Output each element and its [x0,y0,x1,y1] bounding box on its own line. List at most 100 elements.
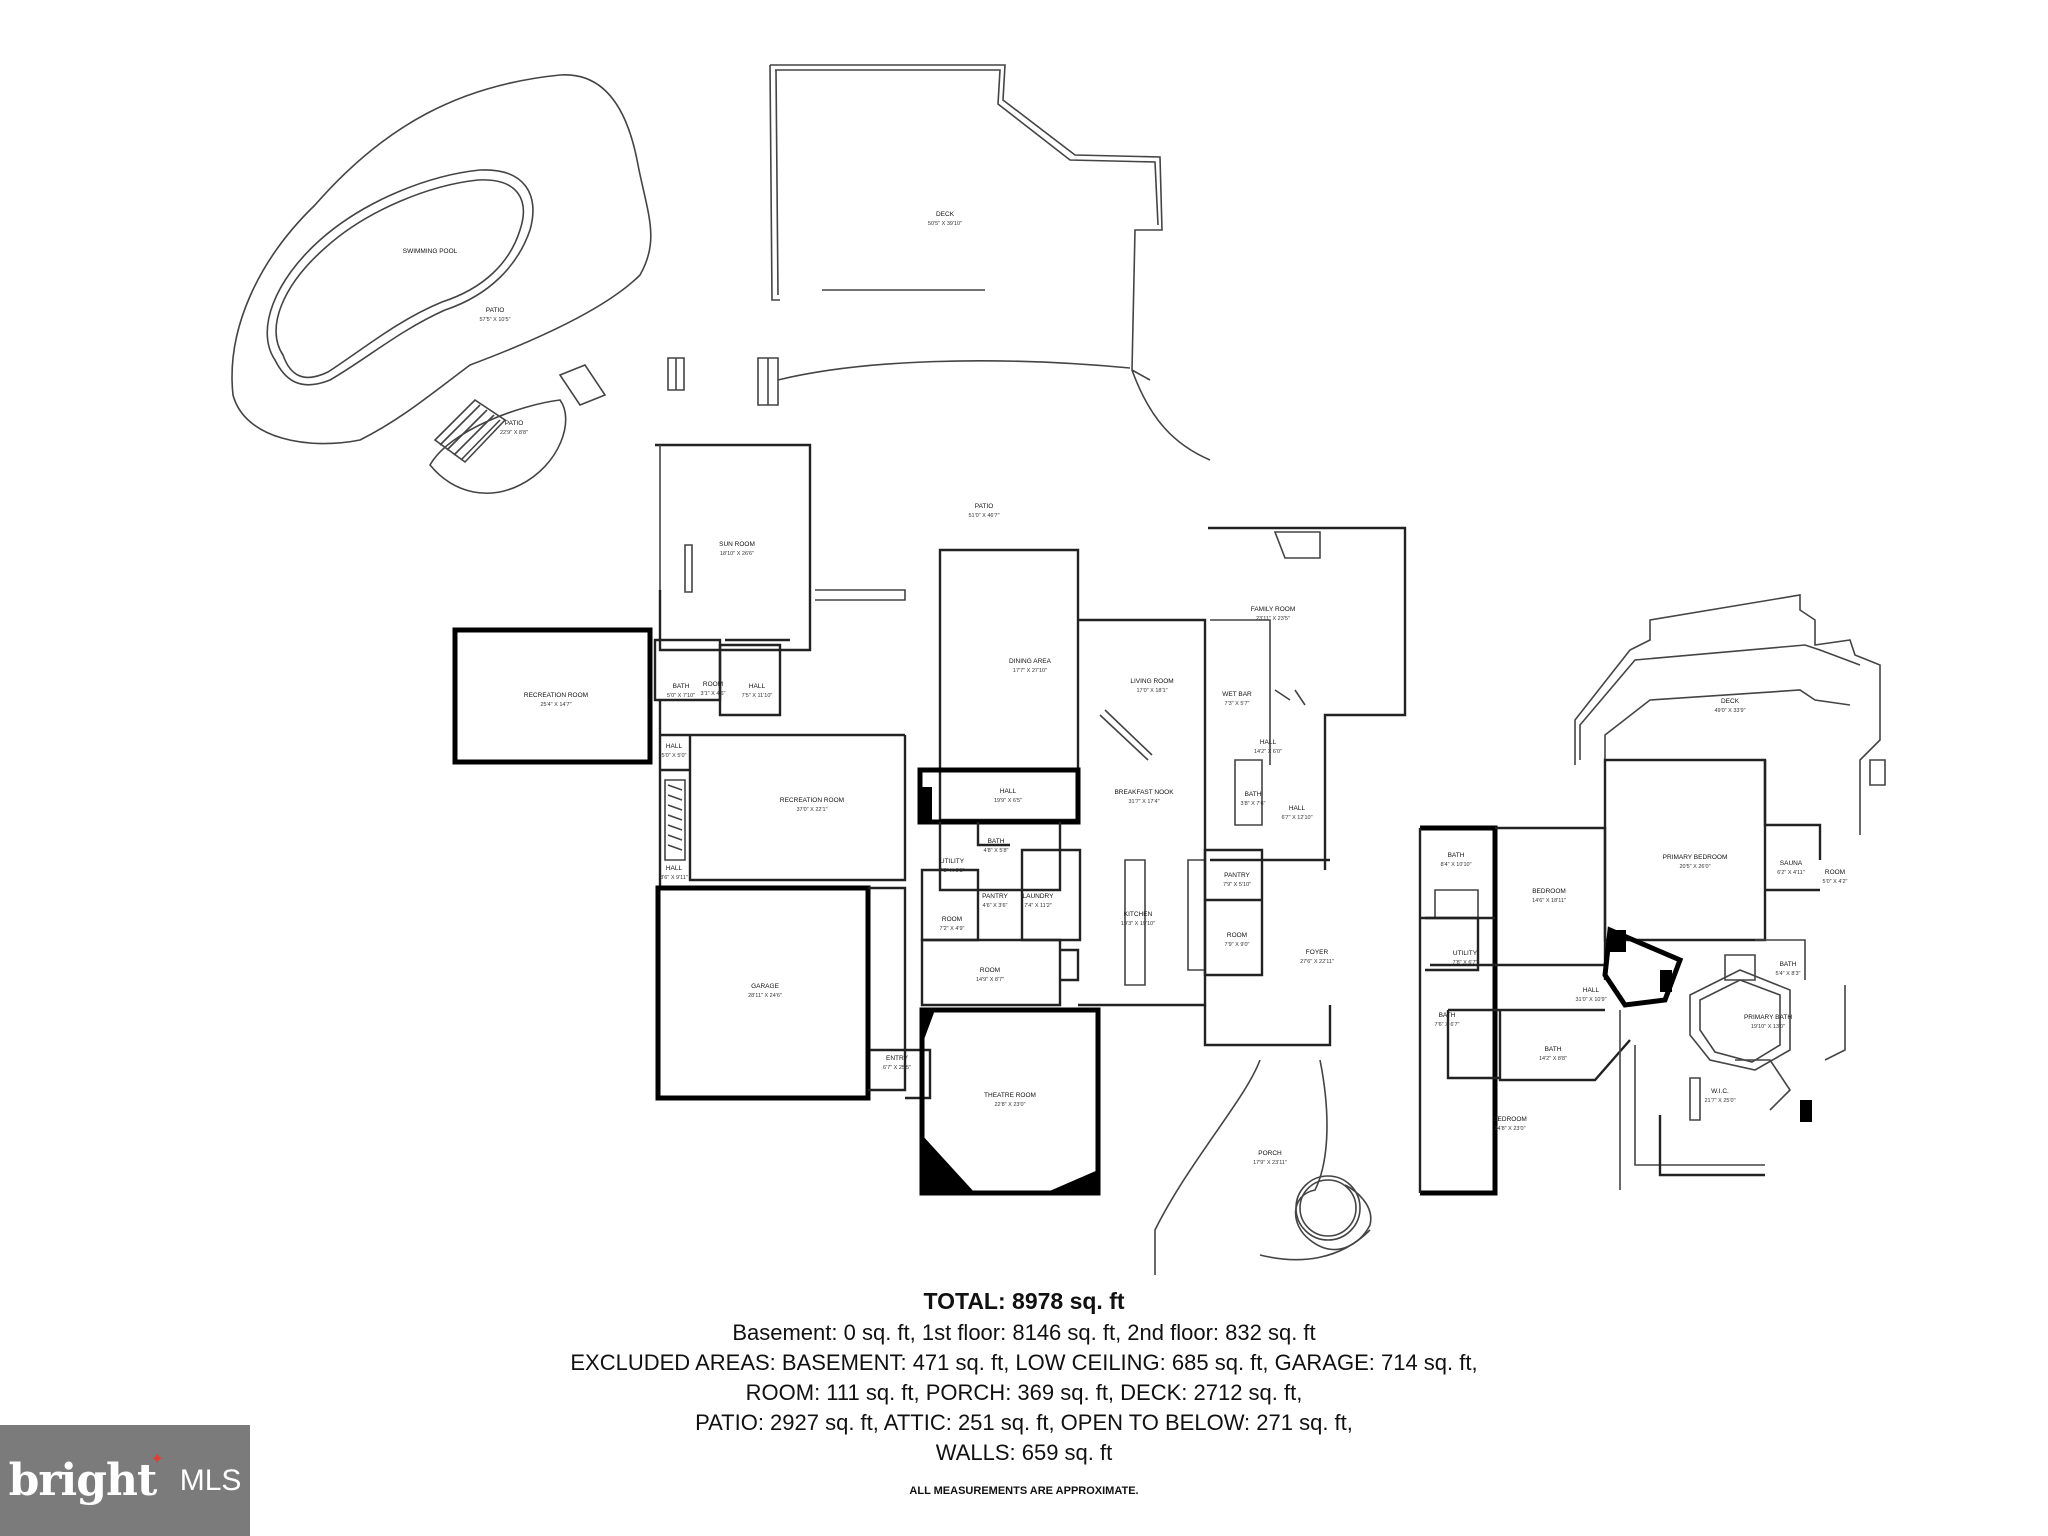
room-dimensions: 28'11" X 24'6" [748,993,782,999]
room-label: PANTRY [982,893,1008,900]
room-label: BATH [1439,1012,1456,1019]
room-dimensions: 3'8" X 7'6" [1241,801,1266,807]
logo-wordmark: bright [8,1455,158,1506]
room-dimensions: 17'7" X 27'10" [1013,668,1047,674]
room-label: LIVING ROOM [1130,678,1173,685]
room-label: ROOM [1227,932,1247,939]
room-dimensions: 5'0" X 7'10" [667,693,695,699]
room-dimensions: 49'0" X 33'9" [1714,708,1745,714]
room-dimensions: 7'4" X 11'2" [1024,903,1052,909]
disclaimer: ALL MEASUREMENTS ARE APPROXIMATE. [909,1485,1139,1497]
room-dimensions: 23'11" X 23'5" [1256,616,1290,622]
room-label: BREAKFAST NOOK [1114,789,1174,796]
room-label: HALL [1260,739,1277,746]
center-core [1078,618,1332,1047]
room-dimensions: 7'5" X 11'10" [742,693,773,699]
bright-mls-logo: bright ✦ MLS [0,1425,250,1536]
room-label: HALL [1583,987,1600,994]
room-label: UTILITY [940,858,965,865]
upper-deck [769,64,1211,461]
area-line: ROOM: 111 sq. ft, PORCH: 369 sq. ft, DEC… [745,1380,1303,1405]
room-dimensions: 20'5" X 26'0" [1679,864,1710,870]
room-label: DECK [1721,698,1740,705]
room-dimensions: 50'5" X 39'10" [928,221,962,227]
room-label: RECREATION ROOM [780,797,844,804]
room-label: PATIO [505,420,524,427]
room-dimensions: 27'6" X 22'11" [1300,959,1334,965]
room-label: PRIMARY BATH [1744,1014,1792,1021]
room-label: ROOM [980,967,1000,974]
room-label: FOYER [1306,949,1329,956]
room-label: PATIO [486,307,505,314]
dining [917,548,1082,1007]
room-label: BEDROOM [1493,1116,1527,1123]
room-label: PRIMARY BEDROOM [1663,854,1728,861]
room-dimensions: 8'4" X 10'10" [1440,862,1471,868]
room-label: LAUNDRY [1023,893,1055,900]
garage [655,885,932,1101]
area-line: Basement: 0 sq. ft, 1st floor: 8146 sq. … [732,1320,1316,1345]
east-wing [1418,594,1886,1196]
room-label: WET BAR [1222,691,1252,698]
room-dimensions: 3'1" X 4'6" [701,691,726,697]
area-line: PATIO: 2927 sq. ft, ATTIC: 251 sq. ft, O… [695,1410,1353,1435]
room-label: UTILITY [1453,950,1478,957]
room-dimensions: 19'9" X 6'5" [994,798,1022,804]
room-label: PATIO [975,503,994,510]
room-dimensions: 7'9" X 5'10" [1223,882,1251,888]
family-room [1208,526,1407,870]
room-dimensions: 31'7" X 17'4" [1128,799,1159,805]
room-label: W.I.C. [1711,1088,1729,1095]
room-dimensions: 17'0" X 18'1" [1136,688,1167,694]
room-label: DINING AREA [1009,658,1052,665]
room-dimensions: 7'9" X 9'0" [1225,942,1250,948]
room-label: THEATRE ROOM [984,1092,1036,1099]
logo-suffix: MLS [179,1463,242,1497]
room-label: HALL [749,683,766,690]
room-label: KITCHEN [1124,911,1153,918]
room-dimensions: 7'8" X 6'7" [1453,960,1478,966]
room-dimensions: 51'0" X 46'7" [968,513,999,519]
room-label: FAMILY ROOM [1251,606,1296,613]
room-label: ROOM [1825,869,1845,876]
room-dimensions: 14'6" X 18'11" [1532,898,1566,904]
room-label: GARAGE [751,983,779,990]
room-label: HALL [1289,805,1306,812]
room-dimensions: 21'7" X 25'0" [1704,1098,1735,1104]
logo-star-icon: ✦ [150,1450,164,1468]
room-label: HALL [666,743,683,750]
room-label: BATH [1245,791,1262,798]
room-dimensions: 31'0" X 10'9" [1575,997,1606,1003]
room-label: HALL [1000,788,1017,795]
room-label: SUN ROOM [719,541,755,548]
room-dimensions: 5'0" X 4'2" [1823,879,1848,885]
room-dimensions: 7'6" X 6'7" [1435,1022,1460,1028]
room-dimensions: 7'2" X 6'1" [940,868,965,874]
room-dimensions: 18'10" X 26'6" [720,551,754,557]
room-label: ROOM [942,916,962,923]
room-dimensions: 5'0" X 5'0" [662,753,687,759]
room-dimensions: 19'3" X 19'10" [1121,921,1155,927]
room-dimensions: 22'8" X 23'0" [994,1102,1025,1108]
room-label: PORCH [1258,1150,1282,1157]
west-wing [452,443,907,890]
room-label: PANTRY [1224,872,1250,879]
room-label: ENTRY [886,1055,909,1062]
room-label: BATH [1780,961,1797,968]
room-label: SWIMMING POOL [403,248,458,255]
room-dimensions: 3'6" X 9'11" [660,875,688,881]
room-label: SAUNA [1780,860,1803,867]
porch [1154,1059,1372,1275]
room-dimensions: 4'6" X 3'6" [983,903,1008,909]
room-dimensions: 14'2" X 6'0" [1254,749,1282,755]
room-label: BATH [1545,1046,1562,1053]
room-dimensions: 17'9" X 23'11" [1253,1160,1287,1166]
room-dimensions: 4'8" X 5'8" [984,848,1009,854]
room-label: BATH [1448,852,1465,859]
room-label: RECREATION ROOM [524,692,588,699]
room-dimensions: 5'4" X 8'3" [1776,971,1801,977]
room-dimensions: 6'7" X 25'5" [883,1065,911,1071]
room-dimensions: 7'3" X 5'7" [1225,701,1250,707]
room-dimensions: 22'9" X 8'8" [500,430,528,436]
